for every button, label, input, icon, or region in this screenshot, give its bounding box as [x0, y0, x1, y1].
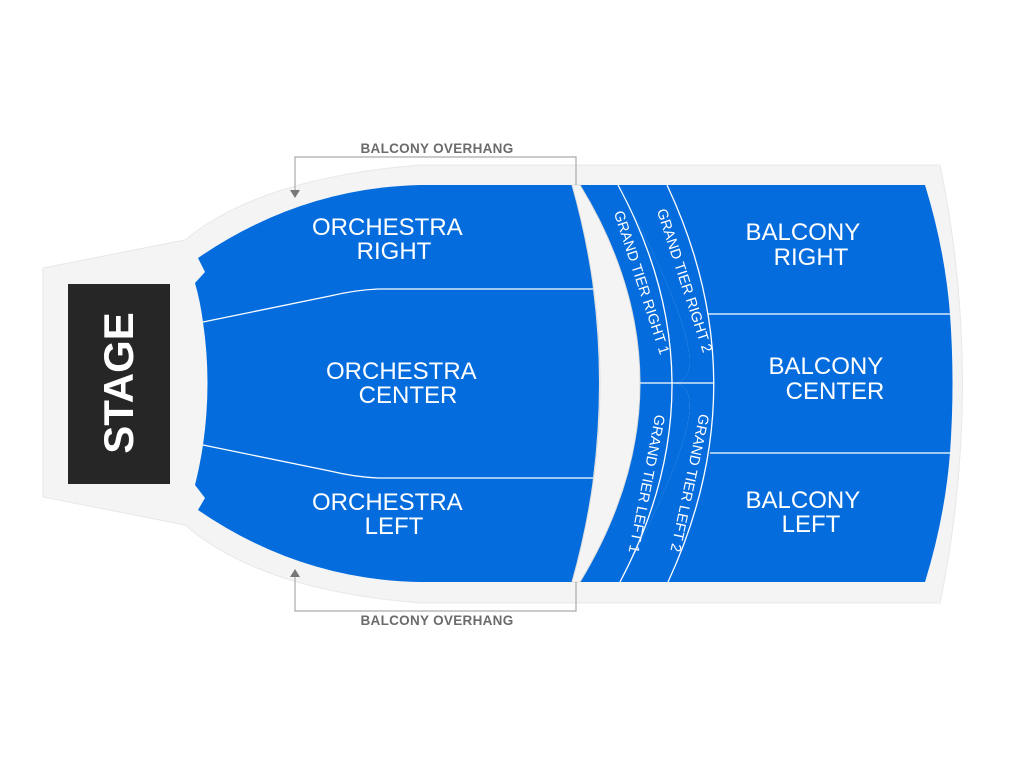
- section-balcony-right[interactable]: [667, 185, 950, 314]
- balcony-overhang-bottom: BALCONY OVERHANG: [290, 569, 577, 628]
- section-orchestra-center[interactable]: [203, 289, 599, 478]
- aisle: [571, 184, 641, 583]
- section-grand-tier-left-2[interactable]: [620, 383, 730, 582]
- arrow-down-icon: [290, 190, 300, 198]
- stage: STAGE: [68, 284, 170, 484]
- section-orchestra-left[interactable]: [195, 445, 593, 582]
- label-balcony-right: BALCONY RIGHT: [746, 219, 867, 271]
- section-grand-tier-right-2[interactable]: [618, 185, 730, 383]
- label-orchestra-right: ORCHESTRA RIGHT: [312, 214, 468, 265]
- label-balcony-center: BALCONY CENTER: [769, 353, 890, 405]
- arrow-up-icon: [290, 569, 300, 577]
- section-orchestra-right[interactable]: [195, 185, 593, 322]
- label-orchestra-center: ORCHESTRA CENTER: [326, 358, 482, 409]
- stage-label: STAGE: [95, 312, 142, 454]
- section-balcony-left[interactable]: [668, 453, 950, 582]
- section-balcony-center[interactable]: [706, 314, 953, 453]
- balcony-overhang-top: BALCONY OVERHANG: [290, 141, 577, 198]
- overhang-label-bottom: BALCONY OVERHANG: [360, 613, 513, 628]
- label-orchestra-left: ORCHESTRA LEFT: [312, 489, 468, 540]
- label-balcony-left: BALCONY LEFT: [746, 487, 867, 538]
- section-grand-tier-right-1[interactable]: [580, 185, 690, 383]
- section-grand-tier-left-1[interactable]: [580, 383, 690, 582]
- overhang-label-top: BALCONY OVERHANG: [360, 141, 513, 156]
